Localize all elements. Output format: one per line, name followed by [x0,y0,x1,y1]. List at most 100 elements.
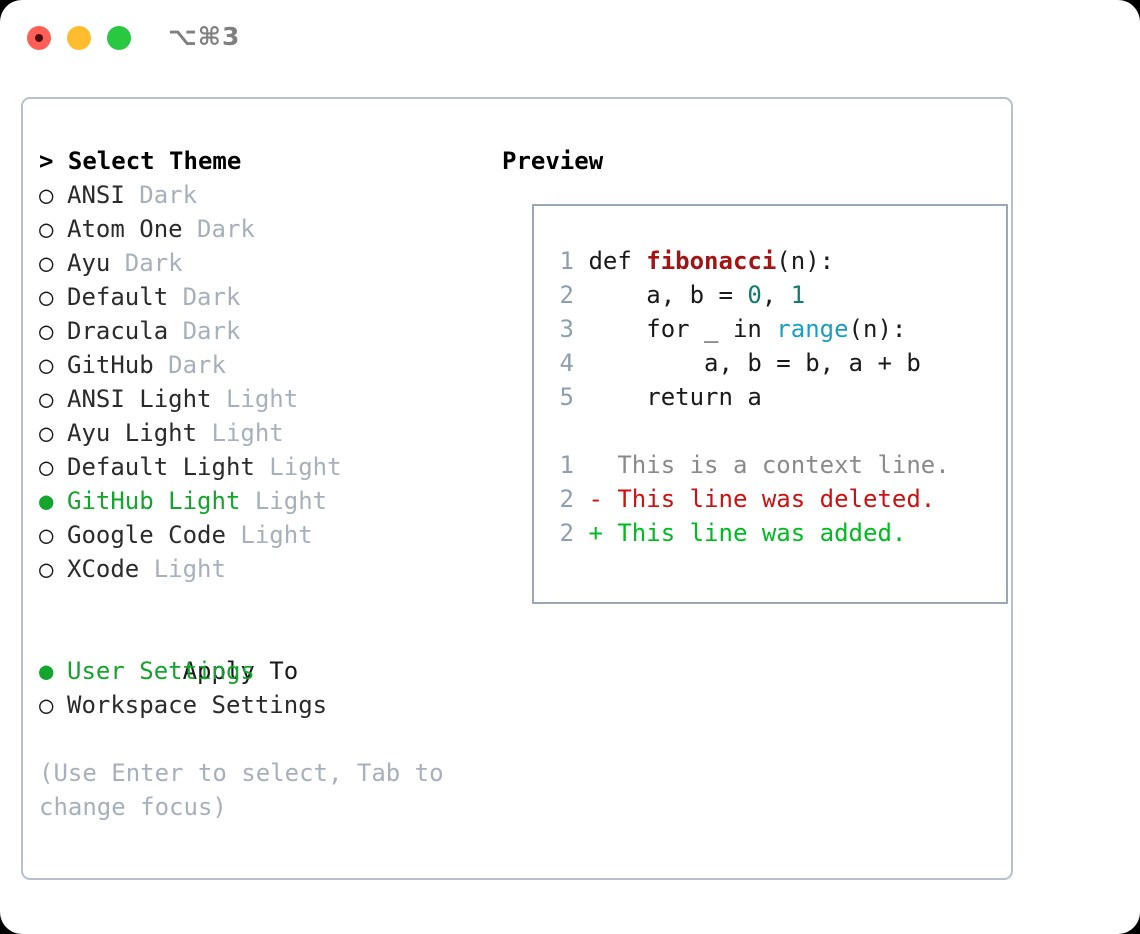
code-line: 2 a, b = 0, 1 [546,278,950,312]
theme-item-tag: Dark [182,215,255,243]
theme-item[interactable]: ● GitHub Light Light [39,484,489,518]
line-number: 3 [559,315,574,343]
theme-item-tag: Light [225,521,313,549]
theme-item-label: Atom One [67,215,183,243]
diff-line: 1 This is a context line. [546,448,950,482]
theme-item-label: Default Light [67,453,255,481]
code-line: 3 for _ in range(n): [546,312,950,346]
line-number: 1 [559,451,574,479]
line-number: 2 [559,485,574,513]
apply-to-item[interactable]: ● User Settings [39,654,489,688]
theme-item-label: Dracula [67,317,169,345]
radio-unselected-icon: ○ [39,215,54,243]
keyboard-shortcut-label: ⌥⌘3 [168,22,241,51]
code-token: def [588,247,647,275]
theme-item[interactable]: ○ XCode Light [39,552,489,586]
theme-item-label: Google Code [67,521,226,549]
radio-unselected-icon: ○ [39,317,54,345]
theme-item[interactable]: ○ ANSI Dark [39,178,489,212]
theme-item-label: ANSI Light [67,385,212,413]
theme-item-tag: Light [240,487,328,515]
code-token: range [776,315,849,343]
radio-unselected-icon: ○ [39,181,54,209]
diff-line-text: This is a context line. [588,451,950,479]
title-bar: ⌥⌘3 [0,0,1140,78]
code-token: a, b = b, a + b [588,349,921,377]
theme-item-tag: Dark [168,283,241,311]
radio-unselected-icon: ○ [39,555,54,583]
line-number: 4 [559,349,574,377]
diff-line-text: + This line was added. [588,519,907,547]
theme-item[interactable]: ○ Default Light Light [39,450,489,484]
radio-unselected-icon: ○ [39,385,54,413]
select-theme-header: > Select Theme [39,147,242,175]
code-token: 1 [790,281,806,309]
theme-item[interactable]: ○ Atom One Dark [39,212,489,246]
radio-selected-icon: ● [39,657,54,685]
diff-line: 2 + This line was added. [546,516,950,550]
theme-item-tag: Dark [153,351,226,379]
code-token: (n): [848,315,907,343]
diff-line-text: - This line was deleted. [588,485,936,513]
radio-unselected-icon: ○ [39,249,54,277]
radio-unselected-icon: ○ [39,521,54,549]
radio-unselected-icon: ○ [39,351,54,379]
radio-unselected-icon: ○ [39,419,54,447]
theme-item-tag: Light [139,555,226,583]
code-token: for _ in [588,315,777,343]
apply-to-label: Apply To [182,657,299,685]
preview-column: Preview 1 def fibonacci(n):2 a, b = 0, 1… [502,144,1008,604]
apply-to-item-label: User Settings [67,657,255,685]
radio-unselected-icon: ○ [39,283,54,311]
theme-item[interactable]: ○ Ayu Light Light [39,416,489,450]
maximize-button[interactable] [107,26,131,50]
theme-item-tag: Dark [124,181,198,209]
close-button[interactable] [27,26,51,50]
theme-item-tag: Light [211,385,299,413]
code-token: fibonacci [646,247,777,275]
code-blank-line [546,414,950,448]
line-number: 1 [559,247,574,275]
code-line: 1 def fibonacci(n): [546,244,950,278]
code-token: a, b = [588,281,748,309]
keyboard-hint: (Use Enter to select, Tab to change focu… [39,759,459,821]
apply-to-list[interactable]: ● User Settings ○Workspace Settings [39,654,489,722]
theme-list[interactable]: ○ ANSI Dark ○ Atom One Dark ○ Ayu Dark ○ Defaul… [39,178,489,586]
radio-selected-icon: ● [39,487,54,515]
theme-item-tag: Light [254,453,342,481]
code-token: return a [588,383,762,411]
theme-item[interactable]: ○ Google Code Light [39,518,489,552]
theme-item[interactable]: ○ Ayu Dark [39,246,489,280]
theme-item[interactable]: ○ GitHub Dark [39,348,489,382]
theme-item-tag: Light [197,419,284,447]
theme-item-tag: Dark [168,317,241,345]
theme-item-label: ANSI [67,181,125,209]
preview-title: Preview [502,147,604,175]
code-token: , [761,281,791,309]
theme-item-label: GitHub [67,351,154,379]
theme-selection-column: > Select Theme ○ANSI Dark○Atom One Dark○… [39,144,489,824]
line-number: 2 [559,281,574,309]
main-panel: > Select Theme ○ANSI Dark○Atom One Dark○… [21,97,1013,880]
apply-to-item[interactable]: ○Workspace Settings [39,688,489,722]
minimize-button[interactable] [67,26,91,50]
theme-item-label: Ayu Light [67,419,198,447]
theme-item[interactable]: ○ ANSI Light Light [39,382,489,416]
theme-item-tag: Dark [110,249,183,277]
code-line: 4 a, b = b, a + b [546,346,950,380]
code-token: (n): [776,247,835,275]
theme-item[interactable]: ○ Dracula Dark [39,314,489,348]
radio-unselected-icon: ○ [39,453,54,481]
theme-item[interactable]: ○ Default Dark [39,280,489,314]
code-line: 5 return a [546,380,950,414]
theme-item-label: Default [67,283,169,311]
code-token: 0 [747,281,762,309]
theme-item-label: Ayu [67,249,111,277]
theme-item-label: GitHub Light [67,487,241,515]
line-number: 5 [559,383,574,411]
line-number: 2 [559,519,574,547]
theme-item-label: XCode [67,555,140,583]
